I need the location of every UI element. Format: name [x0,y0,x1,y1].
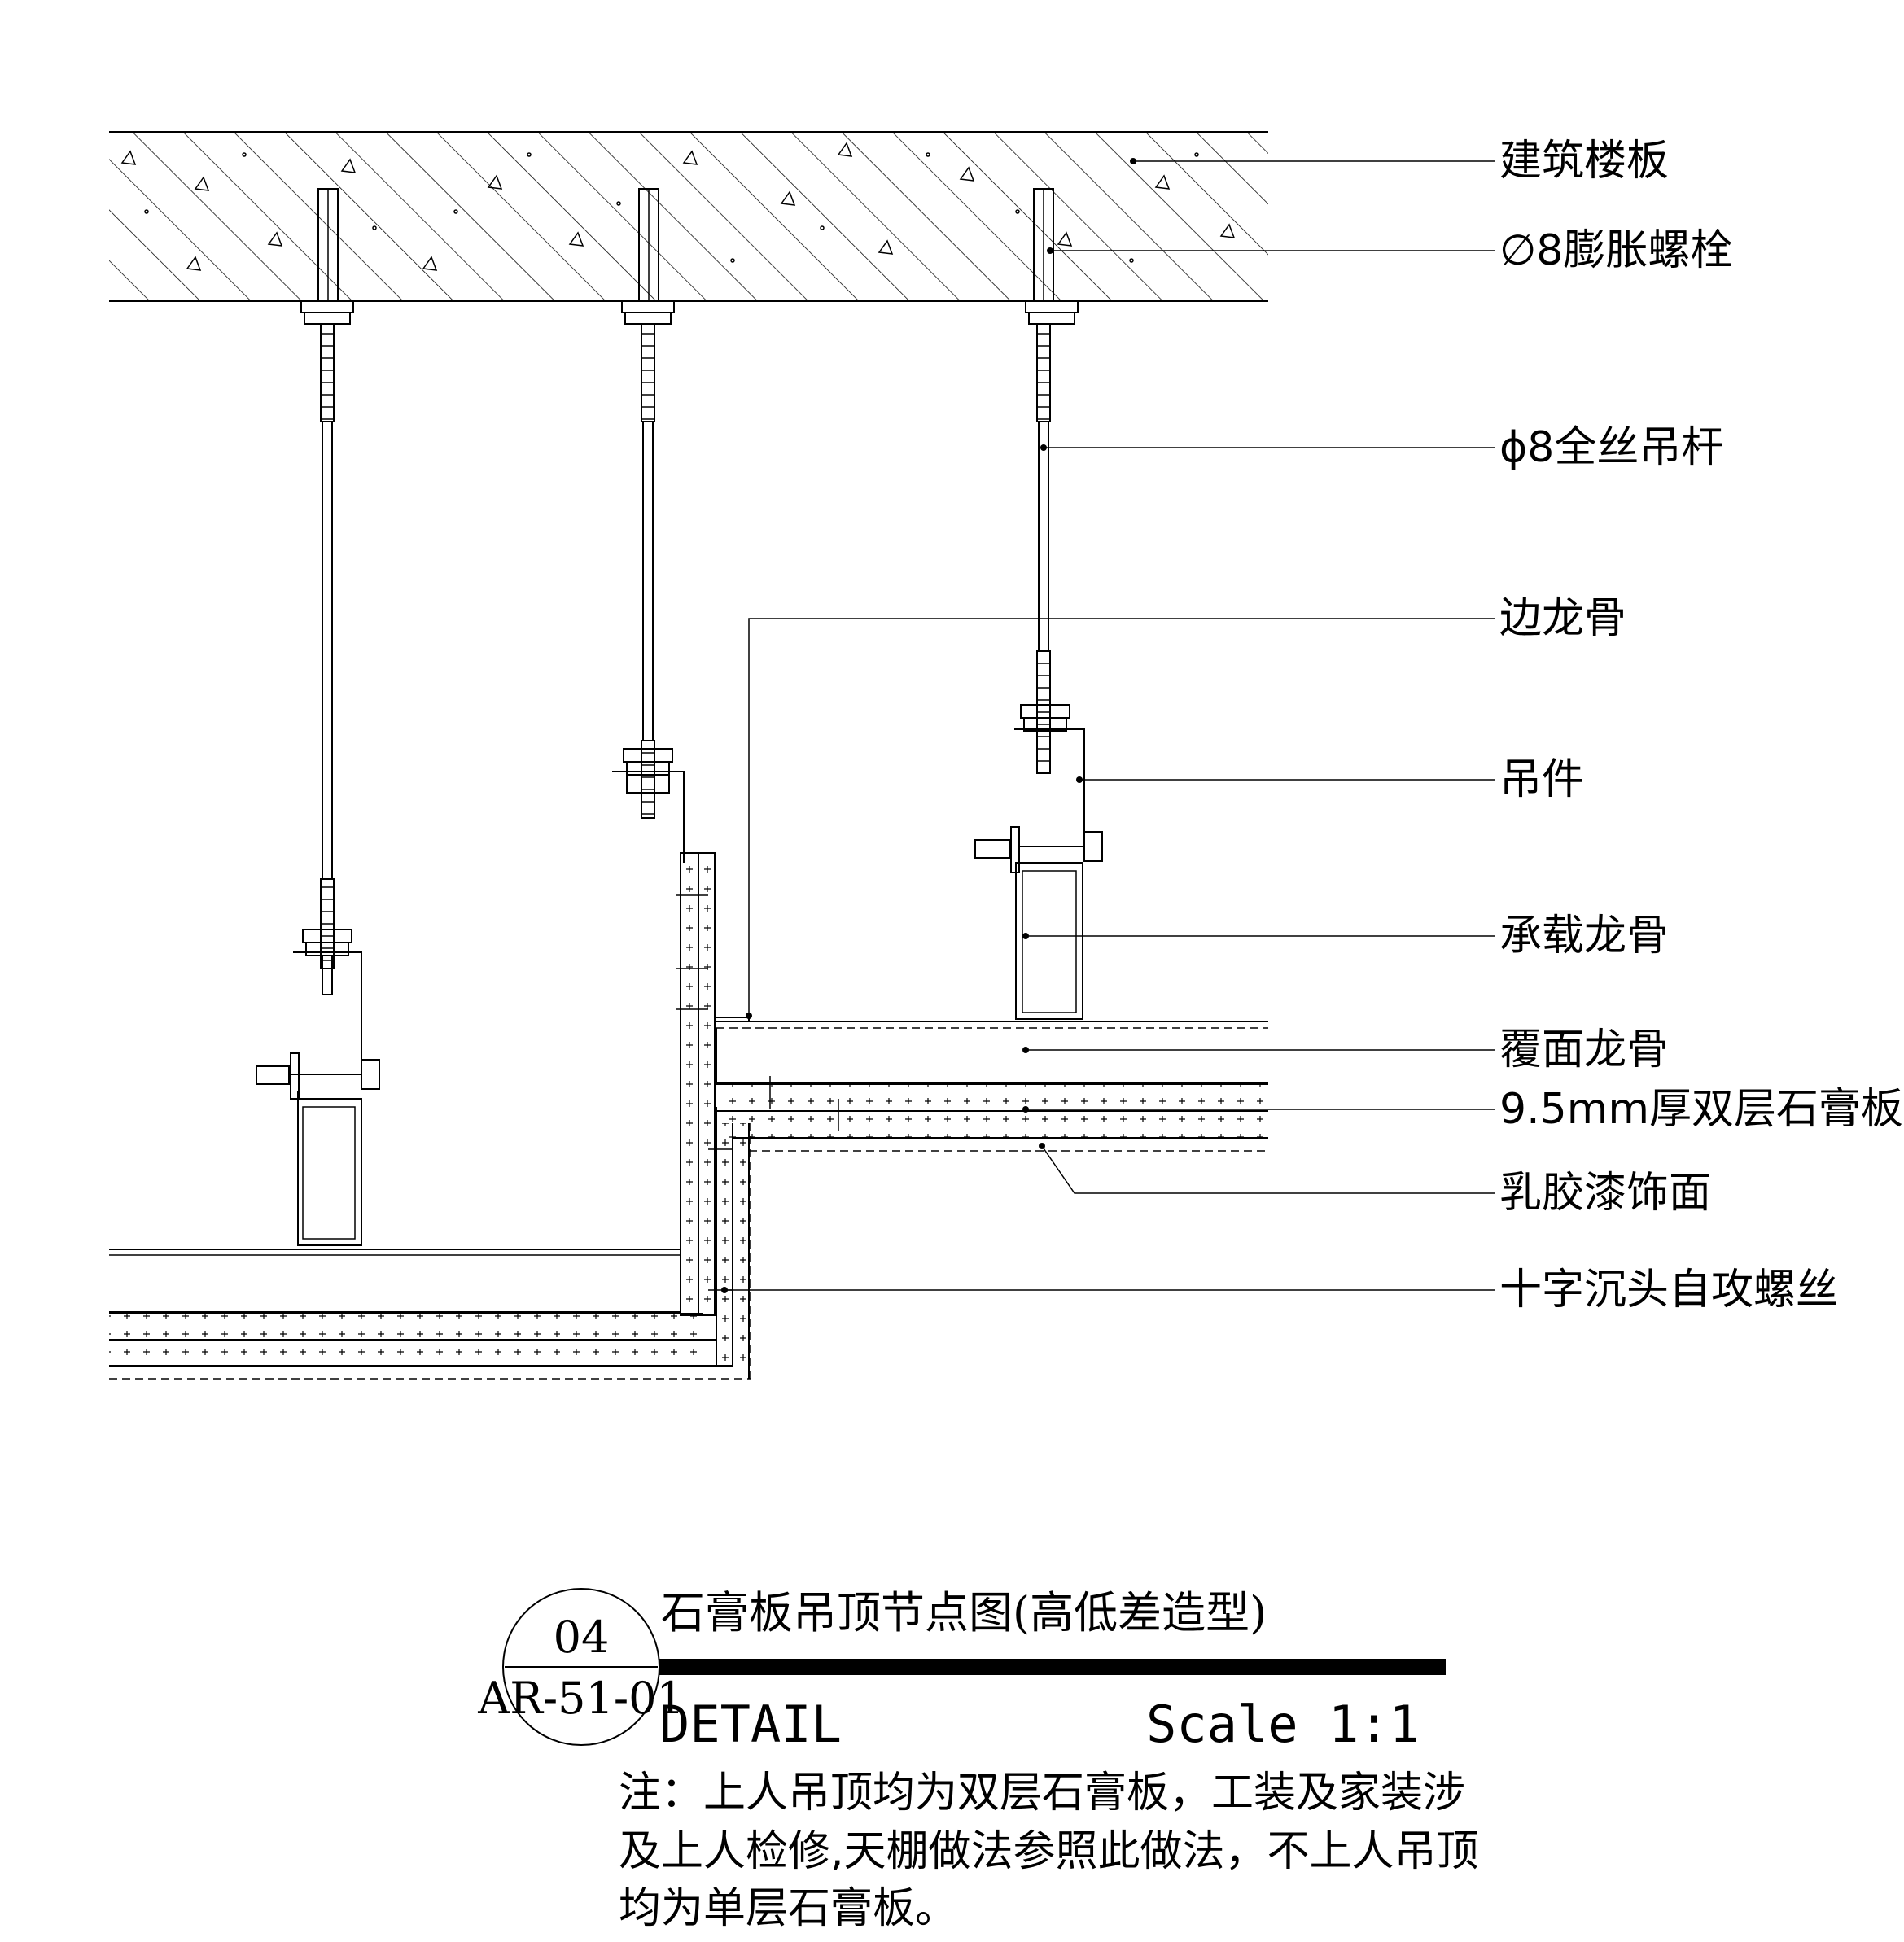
floor-slab [109,131,1268,302]
hanger-assembly-right [974,188,1103,1020]
label-edge-keel: 边龙骨 [1499,594,1626,643]
callout-labels: 建筑楼板 ∅8膨胀螺栓 ɸ8全丝吊杆 边龙骨 吊件 承载龙骨 覆面龙骨 9.5m… [1499,137,1903,1314]
title-underline [659,1659,1446,1675]
hanger-assembly-middle [612,188,685,863]
note-line-3: 均为单层石膏板。 [619,1884,957,1933]
label-cover-keel: 覆面龙骨 [1499,1026,1669,1074]
label-screw: 十字沉头自攻螺丝 [1499,1266,1838,1314]
leader-lines [724,160,1495,1291]
aggregate-marks [120,142,1236,271]
scale-label: Scale 1:1 [1146,1695,1420,1754]
label-threaded-rod: ɸ8全丝吊杆 [1499,423,1723,472]
label-floor-slab: 建筑楼板 [1499,137,1669,186]
vertical-drop-section [676,852,751,1379]
label-latex-paint: 乳胶漆饰面 [1499,1169,1711,1218]
drawing-title: 石膏板吊顶节点图(高低差造型) [661,1587,1267,1638]
label-expansion-bolt: ∅8膨胀螺栓 [1499,226,1732,275]
sheet-reference: AR-51-01 [477,1673,685,1724]
title-block: 04 AR-51-01 石膏板吊顶节点图(高低差造型) DETAIL Scale… [477,1587,1446,1754]
label-gypsum-board: 9.5mm厚双层石膏板 [1499,1085,1903,1134]
label-main-keel: 承载龙骨 [1499,912,1669,960]
note-block: 注：上人吊顶均为双层石膏板，工装及家装涉 及上人检修,天棚做法参照此做法，不上人… [619,1769,1479,1933]
low-ceiling-section [109,1249,751,1380]
label-hanger: 吊件 [1499,755,1584,804]
leader-dots [721,158,1136,1293]
detail-label: DETAIL [659,1695,842,1754]
hanger-assembly-left [256,188,380,1246]
detail-number: 04 [554,1612,610,1663]
note-line-2: 及上人检修,天棚做法参照此做法，不上人吊顶 [619,1827,1479,1876]
note-line-1: 注：上人吊顶均为双层石膏板，工装及家装涉 [619,1769,1465,1817]
high-ceiling-section [716,1021,1268,1152]
